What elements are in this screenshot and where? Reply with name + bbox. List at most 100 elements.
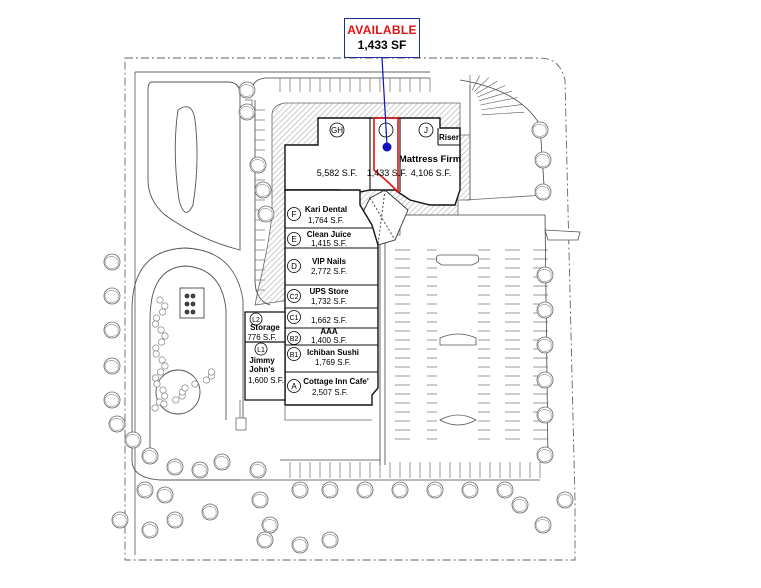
unit-c2-tenant: UPS Store (309, 287, 349, 296)
shrub-icon (161, 392, 169, 400)
unit-e-code: E (291, 235, 296, 244)
tree-icon (356, 481, 374, 499)
unit-c2-code: C2 (290, 294, 299, 301)
unit-gh: GH 5,582 S.F. (317, 122, 358, 178)
tree-icon (261, 516, 279, 534)
unit-f-code: F (292, 210, 297, 219)
shrub-icon (157, 368, 165, 376)
unit-c1-code: C1 (290, 315, 299, 322)
unit-l2-area: 776 S.F. (247, 333, 276, 342)
unit-d-area: 2,772 S.F. (311, 267, 347, 276)
property-boundary (124, 57, 576, 561)
unit-c2-area: 1,732 S.F. (311, 297, 347, 306)
shrub-icon (161, 302, 169, 310)
unit-gh-code: GH (331, 126, 343, 135)
callout-pointer-line (381, 57, 388, 146)
shrub-icon (172, 396, 180, 404)
tree-icon (201, 503, 219, 521)
unit-a: A Cottage Inn Cafe' 2,507 S.F. (287, 377, 369, 397)
tree-icon (111, 511, 129, 529)
retention-pond (147, 81, 241, 251)
tree-icon (103, 391, 121, 409)
unit-l2-tenant: Storage (250, 323, 280, 332)
shrub-icon (151, 374, 159, 382)
tree-icon (536, 266, 554, 284)
parking-stalls (255, 75, 548, 478)
tree-icon (256, 531, 274, 549)
tree-icon (124, 431, 142, 449)
tree-icon (391, 481, 409, 499)
tree-icon (108, 415, 126, 433)
tree-icon (321, 531, 339, 549)
west-wing-walls (285, 227, 378, 373)
unit-c1-area: 1,662 S.F. (311, 316, 347, 325)
location-pin-icon (382, 142, 392, 152)
unit-a-code: A (291, 382, 297, 391)
landscape-trees (103, 81, 574, 554)
tree-icon (141, 521, 159, 539)
shrub-icon (181, 384, 189, 392)
sidewalk-lines (235, 99, 546, 431)
tree-icon (166, 511, 184, 529)
tree-icon (254, 181, 272, 199)
unit-f: F Kari Dental 1,764 S.F. (287, 205, 347, 225)
shrub-icon (152, 344, 160, 352)
unit-b1-area: 1,769 S.F. (315, 358, 351, 367)
shrub-icon (159, 308, 167, 316)
tree-icon (496, 481, 514, 499)
tree-icon (103, 357, 121, 375)
building-west-wing (284, 189, 379, 406)
demising-walls (369, 118, 460, 192)
unit-l1-tenant-line2: John's (249, 365, 275, 374)
shrub-icon (157, 326, 165, 334)
unit-f-area: 1,764 S.F. (308, 216, 344, 225)
riser-label: Riser (439, 133, 459, 142)
tree-icon (238, 103, 256, 121)
shrub-icon (153, 380, 161, 388)
tree-icon (531, 121, 549, 139)
unit-l1-code: L1 (257, 347, 265, 354)
unit-a-area: 2,507 S.F. (312, 388, 348, 397)
tree-icon (103, 321, 121, 339)
shrub-icon (161, 362, 169, 370)
tree-icon (166, 458, 184, 476)
shrub-icon (158, 356, 166, 364)
unit-b2-area: 1,400 S.F. (311, 336, 347, 345)
unit-l1-area: 1,600 S.F. (248, 376, 284, 385)
tree-icon (321, 481, 339, 499)
parking-islands (436, 229, 581, 426)
shrub-icon (159, 386, 167, 394)
tree-icon (534, 183, 552, 201)
dumpster-enclosures (179, 287, 205, 319)
unit-b1: B1 Ichiban Sushi 1,769 S.F. (287, 347, 359, 367)
tree-icon (536, 371, 554, 389)
tree-icon (257, 205, 275, 223)
tree-icon (291, 536, 309, 554)
unit-c1: C1 1,662 S.F. (287, 310, 347, 325)
shrub-icon (152, 320, 160, 328)
tree-icon (536, 446, 554, 464)
tree-icon (249, 156, 267, 174)
shrub-icon (191, 380, 199, 388)
tree-icon (103, 253, 121, 271)
unit-b2-code: B2 (290, 336, 299, 343)
unit-d-tenant: VIP Nails (312, 257, 347, 266)
tree-icon (461, 481, 479, 499)
unit-e-tenant: Clean Juice (307, 230, 352, 239)
unit-e: E Clean Juice 1,415 S.F. (287, 230, 352, 248)
unit-gh-area: 5,582 S.F. (317, 168, 358, 178)
unit-d-code: D (291, 262, 297, 271)
tree-icon (249, 461, 267, 479)
unit-l2: L2 Storage 776 S.F. (247, 312, 280, 342)
unit-j-area: 4,106 S.F. (411, 168, 452, 178)
unit-a-tenant: Cottage Inn Cafe' (303, 377, 369, 386)
unit-b1-code: B1 (290, 352, 299, 359)
tree-icon (213, 453, 231, 471)
tree-icon (251, 491, 269, 509)
drive-thru-lane (131, 247, 244, 481)
tree-icon (534, 516, 552, 534)
unit-j-code: J (424, 126, 428, 135)
unit-j: J Mattress Firm 4,106 S.F. Riser (399, 122, 461, 178)
shrub-icon (161, 332, 169, 340)
